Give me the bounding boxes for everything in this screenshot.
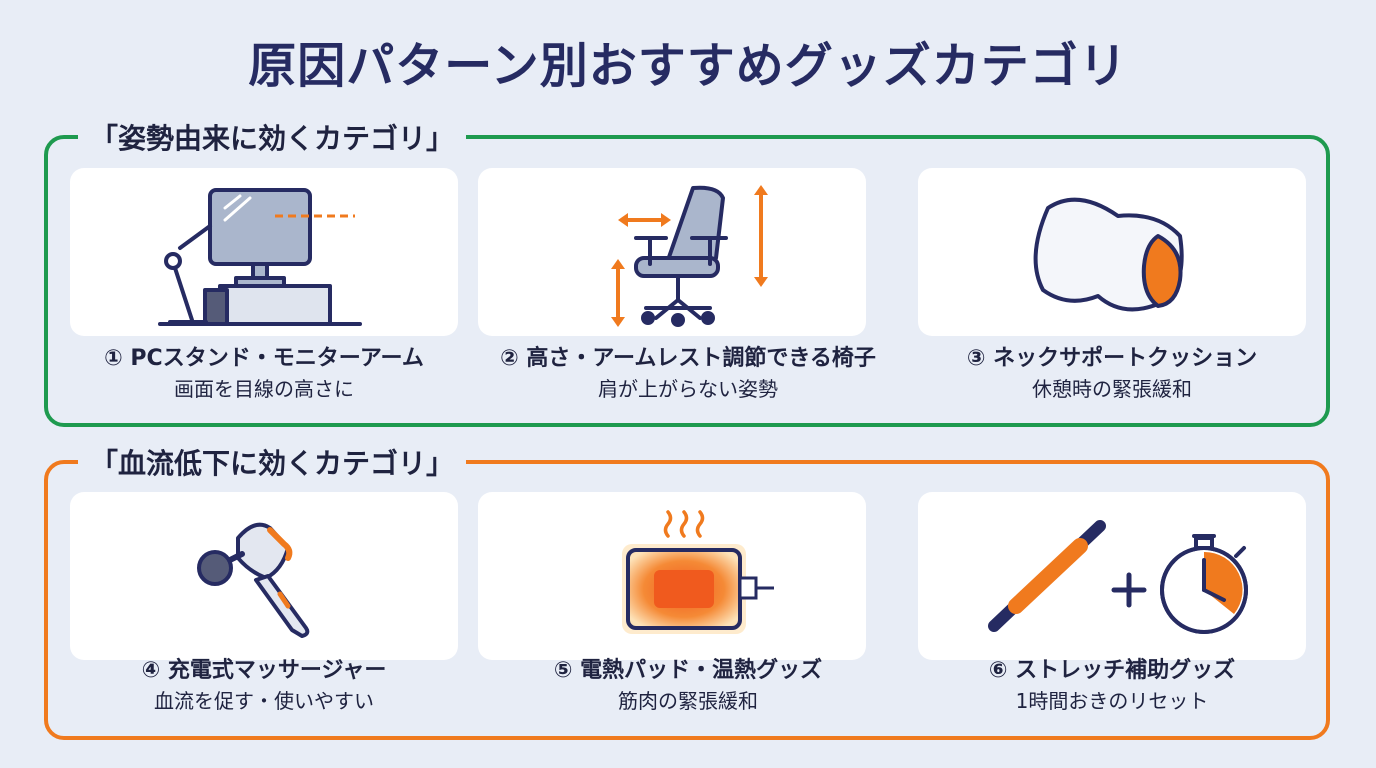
neck-cushion-icon xyxy=(1033,197,1184,312)
office-chair-icon xyxy=(611,185,768,327)
card-pc-stand xyxy=(70,168,458,336)
posture-category-section: 「姿勢由来に効くカテゴリ」 xyxy=(44,117,1330,427)
item-title: ④ 充電式マッサージャー xyxy=(141,658,387,683)
stretch-roller-timer-icon xyxy=(988,520,1248,634)
caption-pc-stand: ① PCスタンド・モニターアーム 画面を目線の高さに xyxy=(54,344,474,404)
item-title: ③ ネックサポートクッション xyxy=(966,346,1258,371)
caption-stretch-goods: ⑥ ストレッチ補助グッズ 1時間おきのリセット xyxy=(902,656,1322,716)
item-title: ① PCスタンド・モニターアーム xyxy=(104,346,424,371)
card-stretch-goods xyxy=(918,492,1306,660)
item-title: ⑥ ストレッチ補助グッズ xyxy=(988,658,1236,683)
item-subtitle: 休憩時の緊張緩和 xyxy=(1032,377,1192,401)
caption-neck-cushion: ③ ネックサポートクッション 休憩時の緊張緩和 xyxy=(902,344,1322,404)
section-label-posture: 「姿勢由来に効くカテゴリ」 xyxy=(78,117,467,157)
blood-flow-category-section: 「血流低下に効くカテゴリ」 xyxy=(44,442,1330,740)
item-subtitle: 1時間おきのリセット xyxy=(1015,689,1209,713)
page-title: 原因パターン別おすすめグッズカテゴリ xyxy=(248,38,1128,94)
item-subtitle: 肩が上がらない姿勢 xyxy=(598,377,778,401)
pc-stand-monitor-arm-icon xyxy=(158,188,362,326)
item-subtitle: 血流を促す・使いやすい xyxy=(154,689,374,713)
item-subtitle: 筋肉の緊張緩和 xyxy=(618,689,758,713)
caption-office-chair: ② 高さ・アームレスト調節できる椅子 肩が上がらない姿勢 xyxy=(478,344,898,404)
heating-pad-icon xyxy=(622,510,774,634)
card-heating-pad xyxy=(478,492,866,660)
caption-massage-gun: ④ 充電式マッサージャー 血流を促す・使いやすい xyxy=(54,656,474,716)
caption-heating-pad: ⑤ 電熱パッド・温熱グッズ 筋肉の緊張緩和 xyxy=(478,656,898,716)
card-office-chair xyxy=(478,168,866,336)
item-subtitle: 画面を目線の高さに xyxy=(174,377,354,401)
section-label-blood-flow: 「血流低下に効くカテゴリ」 xyxy=(78,442,467,482)
card-massage-gun xyxy=(70,492,458,660)
item-title: ② 高さ・アームレスト調節できる椅子 xyxy=(500,346,876,371)
item-title: ⑤ 電熱パッド・温熱グッズ xyxy=(553,658,823,683)
card-neck-cushion xyxy=(918,168,1306,336)
massage-gun-icon xyxy=(197,522,310,638)
